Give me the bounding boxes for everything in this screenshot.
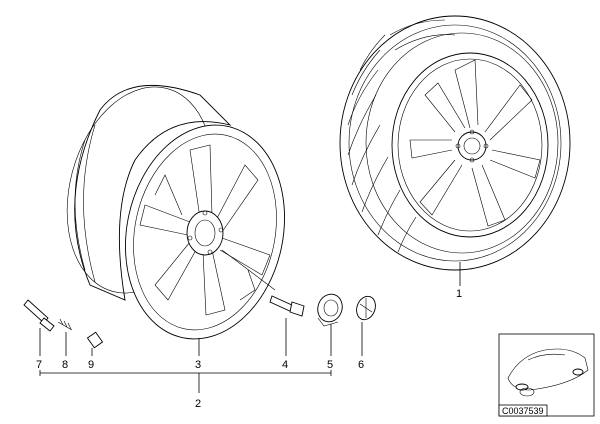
callout-6: 6 (358, 359, 364, 371)
hub-cap (317, 293, 343, 327)
callout-1: 1 (456, 288, 462, 300)
callout-3: 3 (195, 359, 201, 371)
tyre-wheel-assembly (339, 15, 571, 271)
leader-lines (39, 262, 461, 393)
car-silhouette-icon (507, 348, 589, 397)
callout-5: 5 (327, 359, 333, 371)
valve-stem (23, 299, 55, 332)
emblem (356, 295, 376, 321)
callout-2: 2 (195, 398, 201, 410)
reference-code: C0037539 (502, 406, 544, 416)
callout-7: 7 (36, 359, 42, 371)
callout-8: 8 (62, 359, 68, 371)
wheel-bolt (269, 295, 305, 317)
valve-cap (86, 331, 104, 349)
valve-insert (57, 318, 73, 331)
alloy-rim (66, 84, 285, 340)
vehicle-thumbnail: C0037539 (498, 333, 595, 417)
callout-4: 4 (282, 359, 288, 371)
callout-9: 9 (88, 359, 94, 371)
